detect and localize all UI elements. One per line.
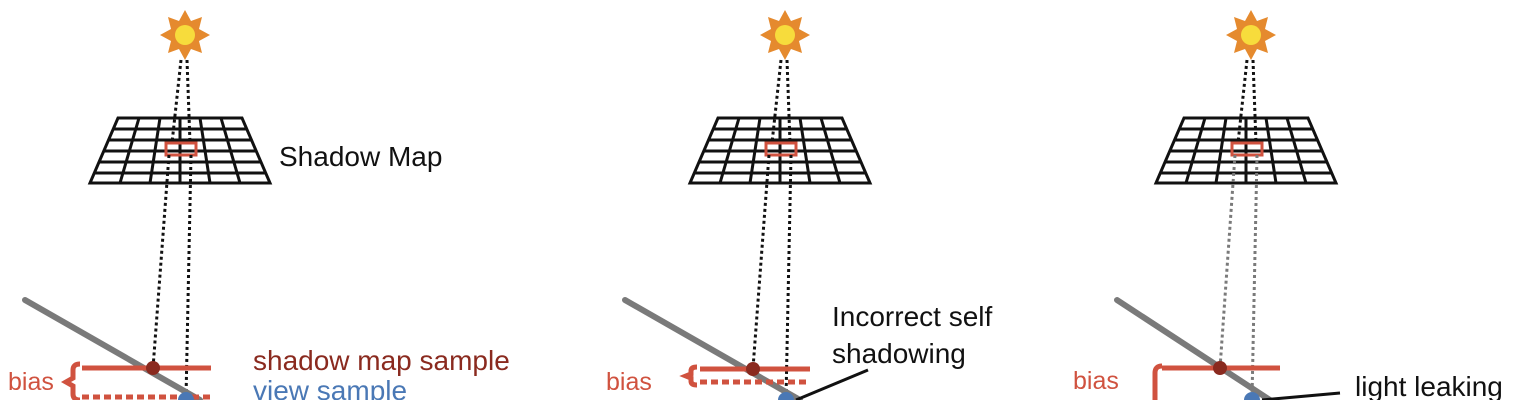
shadow-map-texel [764,141,798,157]
light-rays-below [1218,154,1259,399]
light-leaking-label: light leaking [1355,371,1503,400]
sun-icon [1226,10,1276,60]
shadowing-label: shadowing [832,338,966,369]
surface-line [22,297,203,400]
shadow-map-grid [687,116,873,185]
shadow-map-sample-dot [146,361,160,375]
bias-bracket [679,364,698,388]
bias-bracket [1152,363,1163,400]
callout-arrow [795,368,869,400]
surface-line [1114,297,1273,400]
panel-3: bias light leaking [1073,10,1503,400]
shadow-map-sample-label: shadow map sample [253,345,510,376]
shadow-map-grid [1153,116,1339,185]
shadow-map-texel [1230,141,1264,157]
panel-1: Shadow Map bias shadow map sample view s… [8,10,510,400]
shadow-map-label: Shadow Map [279,141,442,172]
callout-arrow [1261,391,1341,400]
bias-label-3: bias [1073,367,1119,395]
shadow-map-sample-dot [1213,361,1227,375]
light-rays [1236,59,1258,144]
light-rays [751,59,793,399]
shadow-map-grid [87,116,273,185]
light-rays [151,59,193,399]
view-sample-dot [778,392,794,400]
bias-label-1: bias [8,368,54,396]
bias-bracket [60,361,81,400]
view-sample-label: view sample [253,375,407,400]
shadow-map-texel [164,141,198,157]
bias-label-2: bias [606,368,652,396]
sun-icon [160,10,210,60]
view-sample-dot [1244,392,1260,400]
panel-2: bias Incorrect self shadowing [606,10,992,400]
view-sample-dot [178,392,194,400]
sun-icon [760,10,810,60]
incorrect-self-label: Incorrect self [832,301,992,332]
shadow-map-sample-dot [746,362,760,376]
